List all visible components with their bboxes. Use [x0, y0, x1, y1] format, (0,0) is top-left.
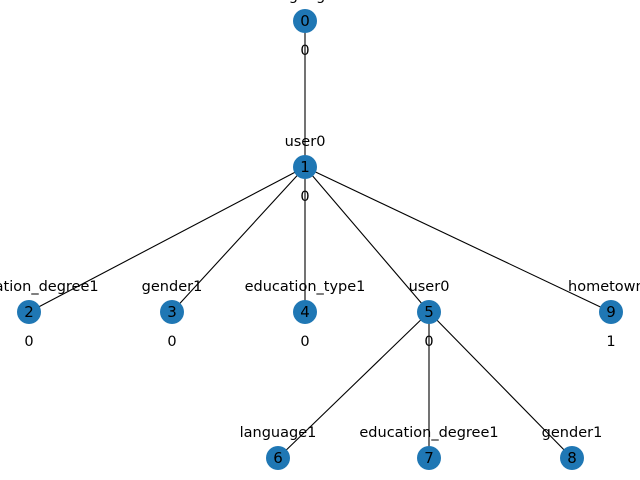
edge-1-3 [171, 166, 306, 313]
node-name-label: education_degree1 [0, 279, 99, 295]
node-circle [293, 9, 317, 33]
node-6: 6 language1 [240, 425, 317, 470]
edge-1-5 [304, 166, 430, 313]
node-3: 3 gender1 0 [142, 279, 203, 350]
node-0: 0 language1 0 [267, 0, 344, 59]
node-value-label: 0 [24, 334, 33, 350]
node-name-label: language1 [240, 425, 317, 441]
node-id-label: 3 [167, 303, 177, 321]
edge-1-2 [28, 166, 306, 313]
node-value-label: 0 [424, 334, 433, 350]
node-circle [599, 300, 623, 324]
node-name-label: user0 [285, 134, 326, 150]
node-id-label: 7 [424, 449, 434, 467]
node-id-label: 2 [24, 303, 34, 321]
node-circle [417, 300, 441, 324]
node-name-label: user0 [409, 279, 450, 295]
node-id-label: 1 [300, 158, 310, 176]
edge-5-6 [277, 311, 430, 459]
node-circle [293, 155, 317, 179]
node-1: 1 user0 0 [285, 134, 326, 205]
node-name-label: education_degree1 [359, 425, 498, 441]
node-7: 7 education_degree1 [359, 425, 499, 470]
nodes-layer: 0 language1 0 1 user0 0 2 education_degree1 0 3 ge… [0, 0, 640, 470]
node-circle [160, 300, 184, 324]
edge-1-9 [304, 166, 612, 313]
node-5: 5 user0 0 [409, 279, 450, 350]
node-circle [417, 446, 441, 470]
node-value-label: 1 [606, 334, 615, 350]
node-name-label: education_type1 [245, 279, 366, 295]
node-value-label: 0 [167, 334, 176, 350]
node-circle [560, 446, 584, 470]
node-8: 8 gender1 [542, 425, 603, 470]
node-id-label: 8 [567, 449, 577, 467]
edge-5-8 [428, 311, 573, 459]
node-9: 9 hometown1 1 [568, 279, 640, 350]
node-value-label: 0 [300, 334, 309, 350]
node-id-label: 5 [424, 303, 434, 321]
node-id-label: 0 [300, 12, 310, 30]
node-id-label: 6 [273, 449, 283, 467]
edges-layer [28, 21, 612, 459]
node-circle [293, 300, 317, 324]
node-circle [17, 300, 41, 324]
node-id-label: 4 [300, 303, 310, 321]
node-name-label: gender1 [142, 279, 203, 295]
node-name-label: gender1 [542, 425, 603, 441]
node-name-label: language1 [267, 0, 344, 4]
node-value-label: 0 [300, 43, 309, 59]
node-4: 4 education_type1 0 [245, 279, 366, 350]
node-name-label: hometown1 [568, 279, 640, 295]
node-id-label: 9 [606, 303, 616, 321]
node-value-label: 0 [300, 189, 309, 205]
node-2: 2 education_degree1 0 [0, 279, 99, 350]
node-circle [266, 446, 290, 470]
